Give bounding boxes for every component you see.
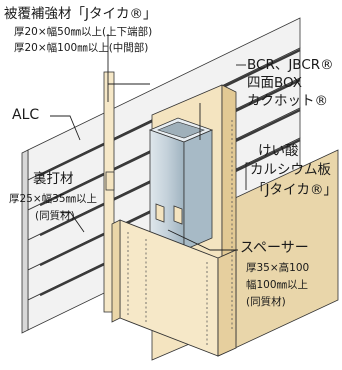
- board-left: [111, 219, 121, 323]
- spacers: [105, 171, 183, 225]
- leader-lines: [50, 34, 250, 251]
- board-front-side: [217, 249, 237, 357]
- screw-lines: [127, 120, 233, 345]
- backing-spec-1: 厚25×幅35㎜以上: [9, 193, 98, 205]
- column-top-hole: [157, 121, 205, 139]
- reinforcement-spec-1: 厚20×幅50㎜以上(上下端部): [14, 26, 153, 38]
- reinforcement-title: 被覆補強材「Jタイカ®」: [4, 6, 157, 22]
- board-label-3: 「Jタイカ®」: [252, 182, 337, 198]
- box-label-3: カクホット®: [247, 93, 328, 109]
- backing-spec-2: (同質材): [35, 210, 75, 222]
- reinforcement-strip: [103, 71, 115, 313]
- spacer-spec-3: (同質材): [246, 296, 286, 308]
- column-front: [149, 129, 185, 251]
- backing-title: 裏打材: [33, 171, 74, 187]
- alc-label: ALC: [12, 107, 40, 123]
- box-label-2: 四面BOX: [247, 75, 303, 91]
- steel-column: [148, 117, 214, 251]
- spacer-spec-1: 厚35×高100: [246, 262, 310, 274]
- column-side: [183, 129, 213, 251]
- board-label-2: カルシウム板: [250, 162, 331, 178]
- reinforcement-spec-2: 厚20×幅100㎜以上(中間部): [14, 42, 149, 54]
- spacer-title: スペーサー: [240, 240, 309, 256]
- board-label-1: けい酸: [258, 143, 299, 159]
- box-label-1: BCR、JBCR®: [247, 57, 334, 73]
- spacer-spec-2: 幅100㎜以上: [246, 279, 309, 291]
- alc-edge: [21, 149, 29, 334]
